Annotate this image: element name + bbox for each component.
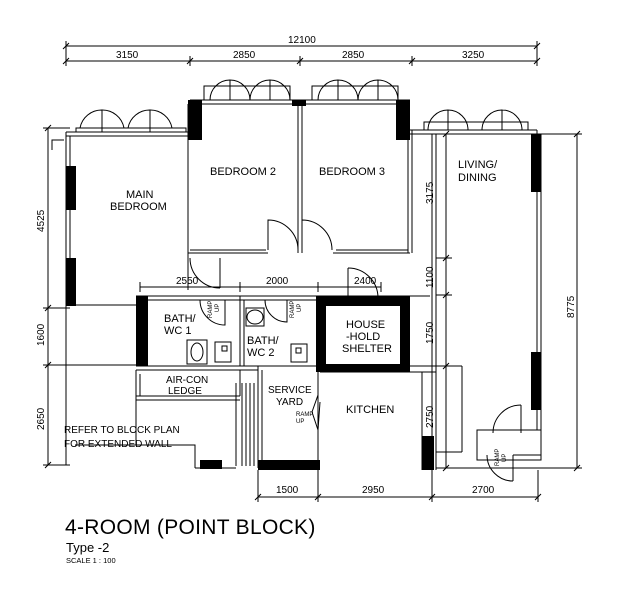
- dim-top-3250: 3250: [462, 50, 485, 61]
- dim-bot-2950: 2950: [362, 485, 385, 496]
- label-service-line2: YARD: [276, 397, 303, 408]
- label-shelter-line3: SHELTER: [342, 343, 392, 355]
- dim-overall-width: 12100: [288, 35, 316, 46]
- dim-right-1750: 1750: [425, 321, 436, 344]
- dim-top-2850-a: 2850: [233, 50, 256, 61]
- dim-left-2650: 2650: [36, 407, 47, 430]
- label-aircon-line2: LEDGE: [168, 386, 202, 397]
- dim-left-4525: 4525: [36, 209, 47, 232]
- ramp-label-c-line1: RAMP: [296, 412, 313, 418]
- dim-bot-1500: 1500: [276, 485, 299, 496]
- dim-right-8775: 8775: [566, 295, 577, 318]
- dim-mid-2400: 2400: [354, 276, 377, 287]
- dim-mid-2000: 2000: [266, 276, 289, 287]
- ramp-label-b-line1: RAMP: [290, 301, 296, 318]
- ramp-label-a-line1: RAMP: [208, 301, 214, 318]
- label-bedroom-3: BEDROOM 3: [319, 166, 385, 178]
- plan-title: 4-ROOM (POINT BLOCK): [65, 516, 316, 539]
- dim-right-2750: 2750: [425, 405, 436, 428]
- label-aircon-line1: AIR-CON: [166, 375, 208, 386]
- dim-top-3150: 3150: [116, 50, 139, 61]
- dim-right-3175: 3175: [425, 181, 436, 204]
- label-kitchen: KITCHEN: [346, 404, 394, 416]
- ramp-label-a-line2: UP: [215, 304, 221, 312]
- note-block-plan-line1: REFER TO BLOCK PLAN: [64, 425, 180, 436]
- label-bath2-line2: WC 2: [247, 347, 275, 359]
- label-bedroom-2: BEDROOM 2: [210, 166, 276, 178]
- label-shelter-line1: HOUSE: [346, 319, 385, 331]
- dim-bot-2700: 2700: [472, 485, 495, 496]
- label-living-line1: LIVING/: [458, 159, 498, 171]
- ramp-label-d-line2: UP: [502, 454, 508, 462]
- ramp-label-d-line1: RAMP: [495, 449, 501, 466]
- ramp-label-b-line2: UP: [297, 304, 303, 312]
- label-shelter-line2: -HOLD: [346, 331, 380, 343]
- dim-top-2850-b: 2850: [342, 50, 365, 61]
- ramp-label-c-line2: UP: [296, 419, 304, 425]
- label-bath2-line1: BATH/: [247, 335, 280, 347]
- plan-subtitle: Type -2: [66, 540, 110, 555]
- label-bath1-line1: BATH/: [164, 313, 197, 325]
- dim-left-1600: 1600: [36, 323, 47, 346]
- plan-scale: SCALE 1 : 100: [66, 556, 116, 565]
- label-main-bedroom-line2: BEDROOM: [110, 201, 167, 213]
- label-main-bedroom-line1: MAIN: [126, 189, 154, 201]
- dim-right-1100: 1100: [425, 266, 436, 288]
- label-living-line2: DINING: [458, 172, 497, 184]
- dim-mid-2550: 2550: [176, 276, 199, 287]
- note-block-plan-line2: FOR EXTENDED WALL: [64, 439, 172, 450]
- label-service-line1: SERVICE: [268, 385, 312, 396]
- label-bath1-line2: WC 1: [164, 325, 192, 337]
